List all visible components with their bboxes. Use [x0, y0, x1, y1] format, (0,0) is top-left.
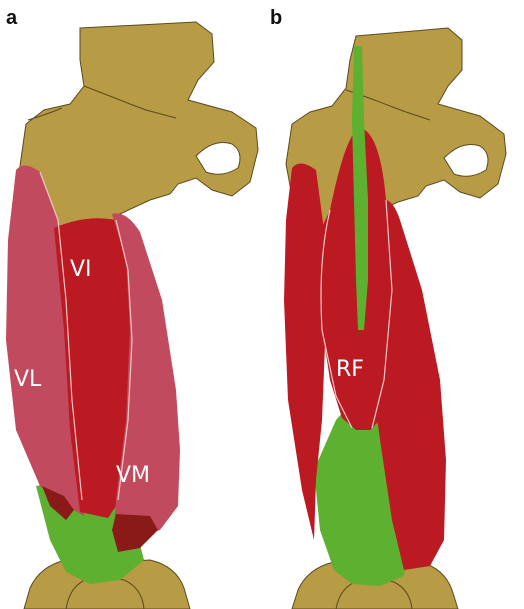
panel-a-letter: a: [6, 7, 18, 29]
label-rf: RF: [336, 357, 364, 382]
panel-b: b RF: [270, 7, 506, 609]
panel-a-deep-patch-right: [112, 514, 158, 552]
panel-a-pelvis: [20, 22, 258, 236]
panel-a: a VI VL VM: [6, 7, 258, 609]
label-vl: VL: [14, 367, 42, 392]
panel-b-letter: b: [270, 7, 282, 29]
label-vi: VI: [70, 257, 92, 282]
label-vm: VM: [116, 463, 150, 488]
